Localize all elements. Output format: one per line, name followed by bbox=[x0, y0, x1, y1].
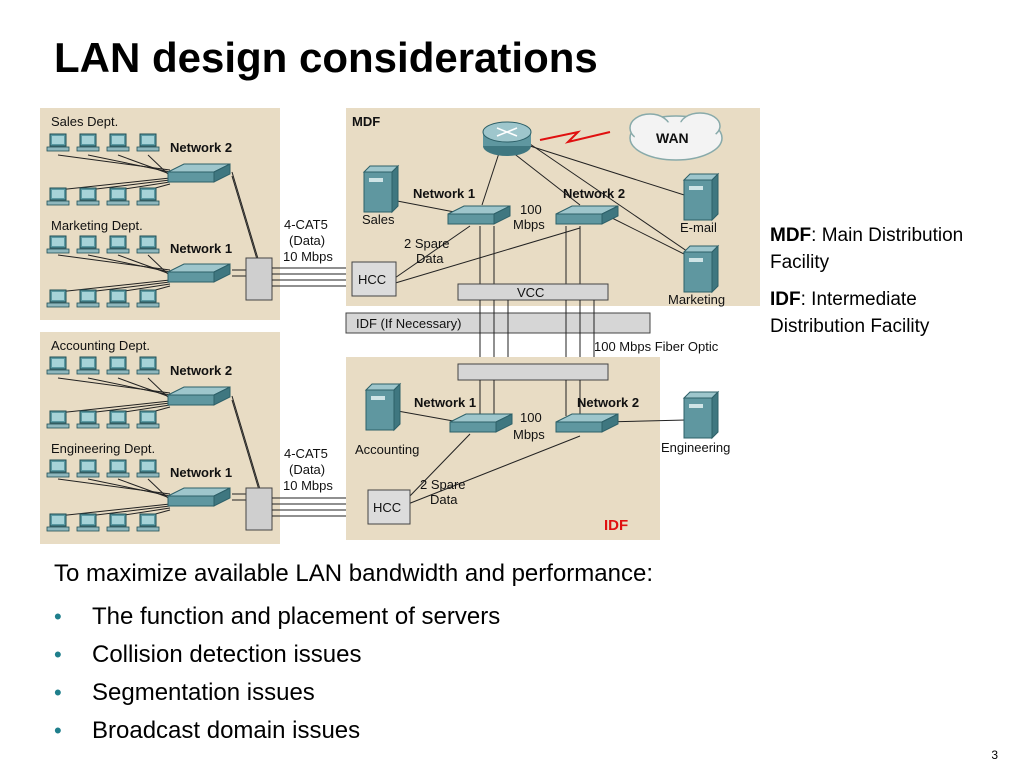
bullet-list: • The function and placement of servers •… bbox=[54, 598, 500, 750]
idf-panel: Network 1 Network 2 100 Mbps 2 Spare Dat… bbox=[346, 357, 730, 540]
server-icon-engineering bbox=[683, 391, 719, 439]
switch-label-network1: Network 1 bbox=[170, 241, 232, 256]
idf-if-necessary-bar bbox=[345, 312, 651, 334]
idf-network2-label: Network 2 bbox=[577, 395, 639, 410]
mdf-spare-line2: Data bbox=[416, 251, 444, 266]
legend: MDF: Main Distribution Facility IDF: Int… bbox=[770, 222, 1010, 350]
idf-spare-line1: 2 Spare bbox=[420, 477, 466, 492]
server-label-sales: Sales bbox=[362, 212, 395, 227]
idf-network1-label: Network 1 bbox=[414, 395, 476, 410]
server-label-email: E-mail bbox=[680, 220, 717, 235]
idf-if-necessary-label: IDF (If Necessary) bbox=[356, 316, 461, 331]
server-label-engineering: Engineering bbox=[661, 440, 730, 455]
idf-speed-line2: Mbps bbox=[513, 427, 545, 442]
server-icon-sales bbox=[363, 165, 399, 213]
bullet-icon: • bbox=[54, 680, 62, 705]
bullet-icon: • bbox=[54, 642, 62, 667]
idf-hcc-box bbox=[367, 489, 411, 525]
link-label-line2-b: (Data) bbox=[289, 462, 325, 477]
vcc-bar bbox=[457, 283, 609, 301]
vcc-label: VCC bbox=[517, 285, 544, 300]
legend-desc: : Main Distribution Facility bbox=[770, 225, 964, 273]
wan-label: WAN bbox=[656, 130, 689, 146]
list-item: • The function and placement of servers bbox=[54, 598, 500, 636]
mdf-title: MDF bbox=[352, 114, 380, 129]
legend-term: MDF bbox=[770, 225, 812, 246]
list-item: • Segmentation issues bbox=[54, 674, 500, 712]
switch-label-network2: Network 2 bbox=[170, 140, 232, 155]
router-icon bbox=[482, 121, 532, 156]
legend-item-idf: IDF: Intermediate Distribution Facility bbox=[770, 286, 1010, 340]
bullet-text: Segmentation issues bbox=[92, 679, 315, 706]
idf-spare-line2: Data bbox=[430, 492, 458, 507]
bullet-text: The function and placement of servers bbox=[92, 603, 501, 630]
slide-title: LAN design considerations bbox=[54, 34, 598, 81]
server-icon-email bbox=[683, 173, 719, 221]
mdf-spare-line1: 2 Spare bbox=[404, 236, 450, 251]
idf-panel-bottom: Accounting Dept. Engineering Dept. Netwo… bbox=[40, 332, 280, 544]
mdf-panel: MDF WAN Network 1 bbox=[346, 108, 760, 307]
fiber-label: 100 Mbps Fiber Optic bbox=[594, 339, 719, 354]
mdf-speed-line2: Mbps bbox=[513, 217, 545, 232]
switch-label-network2-b: Network 2 bbox=[170, 363, 232, 378]
idf-vcc-bar bbox=[457, 363, 609, 381]
link-label-line1-b: 4-CAT5 bbox=[284, 446, 328, 461]
switch-label-network1-b: Network 1 bbox=[170, 465, 232, 480]
mdf-network2-label: Network 2 bbox=[563, 186, 625, 201]
server-icon-marketing bbox=[683, 245, 719, 293]
legend-item-mdf: MDF: Main Distribution Facility bbox=[770, 222, 1010, 276]
bullet-text: Collision detection issues bbox=[92, 641, 362, 668]
legend-desc: : Intermediate Distribution Facility bbox=[770, 289, 930, 337]
patch-panel-top: 4-CAT5 (Data) 10 Mbps bbox=[245, 217, 352, 301]
link-label-line2: (Data) bbox=[289, 233, 325, 248]
server-label-accounting: Accounting bbox=[355, 442, 419, 457]
list-item: • Broadcast domain issues bbox=[54, 712, 500, 750]
idf-title: IDF bbox=[604, 517, 628, 534]
idf-panel-top: Sales Dept. Marketing Dept. Network 2 Ne… bbox=[40, 108, 280, 320]
idf-hcc-label: HCC bbox=[373, 500, 401, 515]
server-label-marketing: Marketing bbox=[668, 292, 725, 307]
bullet-icon: • bbox=[54, 604, 62, 629]
lan-diagram: Sales Dept. Marketing Dept. Network 2 Ne… bbox=[40, 108, 760, 544]
patch-panel-bottom: 4-CAT5 (Data) 10 Mbps bbox=[245, 446, 368, 531]
wan-link-bolt bbox=[539, 130, 611, 144]
mdf-hcc-box bbox=[351, 261, 397, 297]
dept-label-engineering: Engineering Dept. bbox=[51, 441, 155, 456]
mdf-network1-label: Network 1 bbox=[413, 186, 475, 201]
link-label-line1: 4-CAT5 bbox=[284, 217, 328, 232]
dept-label-accounting: Accounting Dept. bbox=[51, 338, 150, 353]
idf-speed-line1: 100 bbox=[520, 410, 542, 425]
legend-term: IDF bbox=[770, 289, 801, 310]
mdf-speed-line1: 100 bbox=[520, 202, 542, 217]
link-label-line3-b: 10 Mbps bbox=[283, 478, 333, 493]
bullet-icon: • bbox=[54, 718, 62, 743]
page-number: 3 bbox=[991, 748, 998, 762]
wan-cloud-icon bbox=[629, 112, 723, 161]
intro-text: To maximize available LAN bandwidth and … bbox=[54, 560, 653, 587]
bullet-text: Broadcast domain issues bbox=[92, 717, 361, 744]
fiber-links bbox=[479, 300, 595, 364]
dept-label-sales: Sales Dept. bbox=[51, 114, 118, 129]
mdf-hcc-label: HCC bbox=[358, 272, 386, 287]
dept-label-marketing: Marketing Dept. bbox=[51, 218, 143, 233]
server-icon-accounting bbox=[365, 383, 401, 431]
link-label-line3: 10 Mbps bbox=[283, 249, 333, 264]
list-item: • Collision detection issues bbox=[54, 636, 500, 674]
